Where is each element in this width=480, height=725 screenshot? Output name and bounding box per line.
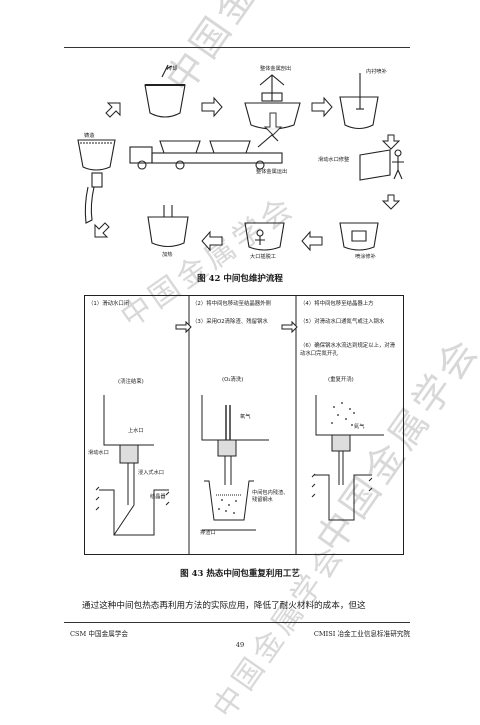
figure-43-diagram (84, 295, 404, 555)
footer-rule (64, 622, 410, 623)
body-paragraph: 通过这种中间包热态再利用方法的实际应用，降低了耐火材料的成本，但这 (82, 601, 366, 611)
label-remove-lining: 整体金属剖出 (260, 66, 292, 72)
col3-step-2: （5）对滑动水口通氮气或注入钢水 (300, 319, 385, 325)
footer-right: CMISI 冶金工业信息标准研究院 (313, 630, 410, 638)
label-heating: 加热 (162, 252, 173, 258)
label-repair: 内衬喷补 (366, 69, 387, 75)
col1-label-upper-nozzle: 上水口 (128, 428, 144, 434)
col1-state: (浇注结束) (118, 379, 144, 385)
page-number: 49 (235, 641, 245, 649)
col2-label-oxygen: 氧气 (240, 414, 251, 420)
label-nozzle: 大口插脱工 (250, 254, 276, 260)
col1-step-1: （1）滑动水口闭 (88, 301, 130, 307)
figure-42-caption: 图 42 中间包维护流程 (197, 274, 283, 284)
col2-state: (O₂清洗) (222, 377, 244, 383)
label-slide-gate: 滑动水口修整 (318, 157, 350, 163)
col2-step-2: （3）采用O2清除渣、残留钢水 (192, 319, 268, 325)
col3-label-nitrogen: 氮气 (354, 424, 365, 430)
col3-step-3: （6）确保钢水水流达到规定以上，对滑动水口完氮开孔 (300, 343, 396, 357)
figure-43-caption: 图 43 热态中间包重复利用工艺 (180, 569, 300, 579)
label-install: 喷涂修补 (355, 254, 376, 260)
label-transport: 整体金属运出 (256, 169, 288, 175)
col3-state: (重复开浇) (328, 377, 354, 383)
footer-left: CSM 中国金属学会 (70, 630, 128, 638)
col2-label-residue: 中间包内残渣、残留钢水 (252, 490, 289, 503)
header-rule (64, 47, 410, 48)
label-casting: 铸造 (84, 133, 95, 139)
col3-step-1: （4）将中间包移至结晶器上方 (300, 301, 374, 307)
figure-42-diagram (77, 64, 404, 252)
col1-label-crystallizer: 结晶器 (150, 494, 166, 500)
col2-label-slag-outlet: 排渣口 (200, 530, 216, 536)
col2-step-1: （2）将中间包移动至结晶器外侧 (192, 301, 271, 307)
col1-label-submerged-nozzle: 浸入式水口 (138, 470, 164, 476)
col1-label-slide-gate: 滑动水口 (88, 450, 109, 456)
label-cool: 冷却 (167, 66, 178, 72)
